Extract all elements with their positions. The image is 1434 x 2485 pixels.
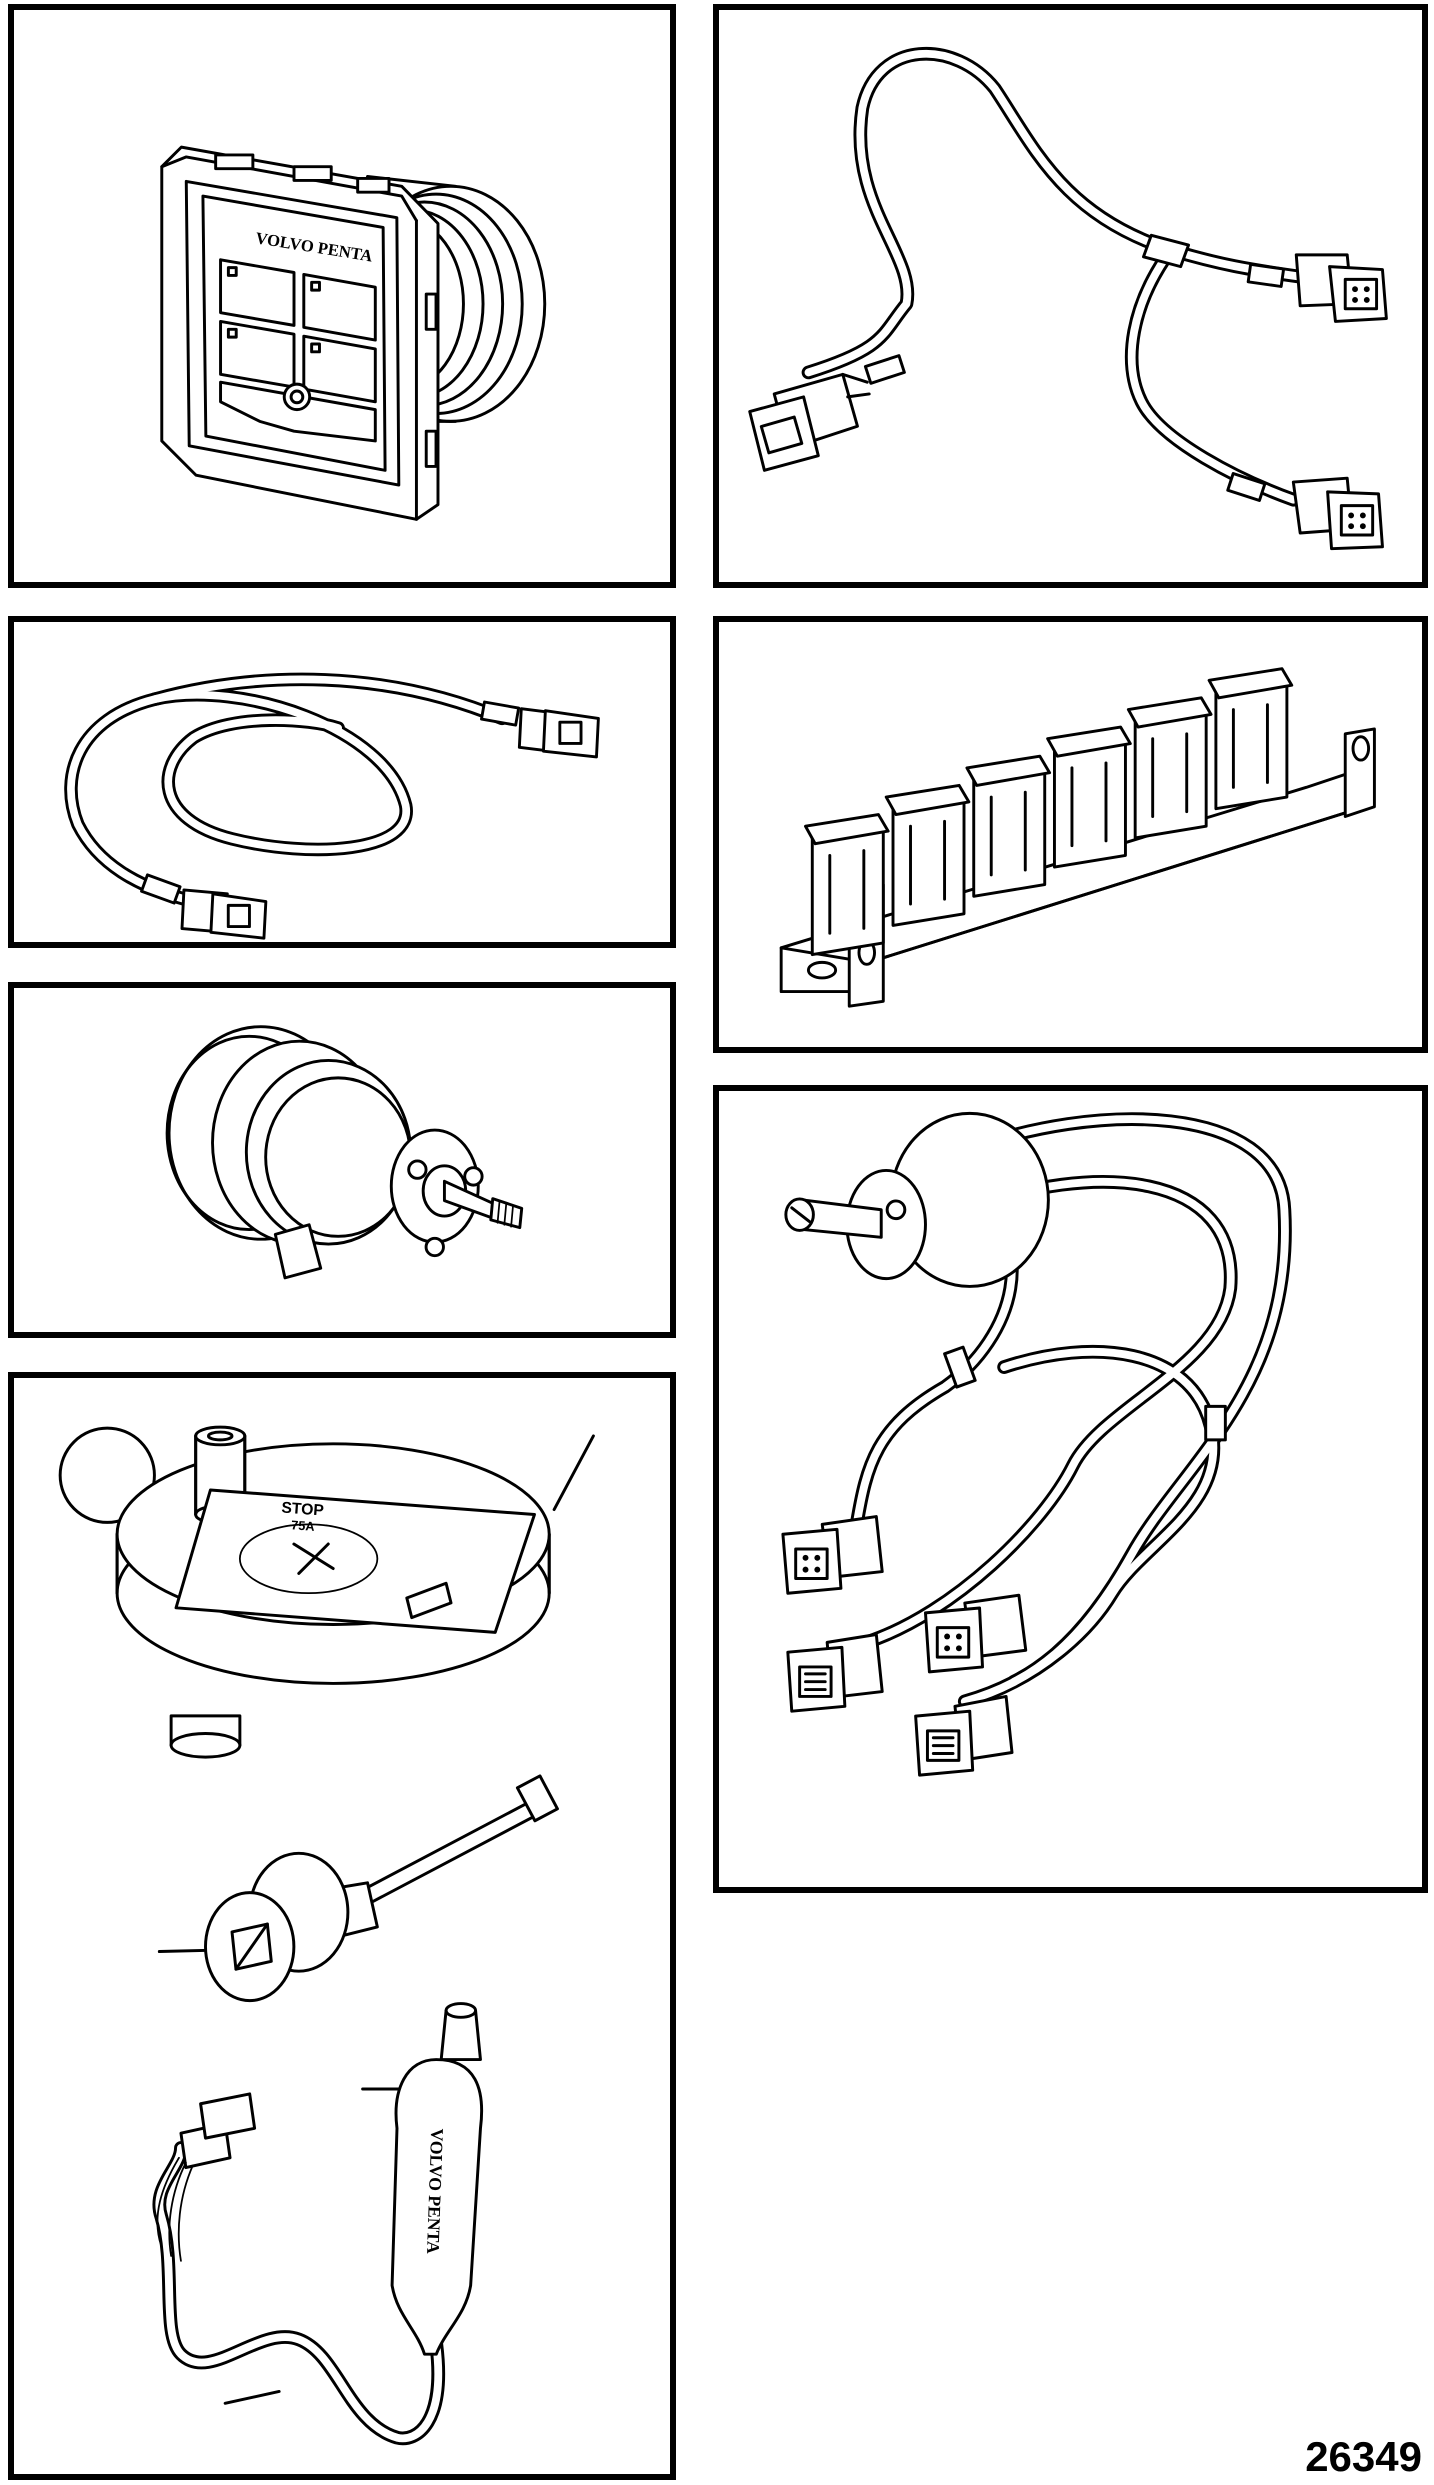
gauge-illustration bbox=[165, 1025, 524, 1280]
emblem-icon bbox=[282, 382, 312, 412]
disc-label-top: STOP bbox=[281, 1500, 325, 1520]
harness-connector-right-bottom bbox=[1291, 476, 1384, 551]
disc-tool: STOP 75A bbox=[115, 1425, 595, 1759]
sensor-connector-2 bbox=[786, 1633, 884, 1713]
sensor-connector-4 bbox=[914, 1694, 1014, 1777]
sensor-connector-3 bbox=[924, 1593, 1028, 1674]
harness-cables bbox=[801, 46, 1306, 507]
disc-label-sub: 75A bbox=[291, 1517, 315, 1534]
tester-tool: VOLVO PENTA bbox=[152, 2002, 484, 2446]
sensor-housing bbox=[784, 1111, 1050, 1288]
relay-socket-6 bbox=[1207, 667, 1294, 811]
relay-socket-5 bbox=[1126, 696, 1213, 840]
disc-label-plate bbox=[174, 1488, 536, 1634]
y-harness-illustration bbox=[748, 46, 1388, 551]
relay-socket-3 bbox=[965, 754, 1052, 898]
panel-gauge bbox=[8, 982, 676, 1338]
relay-socket-4 bbox=[1046, 725, 1132, 869]
panel-special-tools: STOP 75A VOLVO PENTA bbox=[8, 1372, 676, 2480]
sensor-cables bbox=[849, 1112, 1292, 1709]
extension-cable-illustration bbox=[64, 672, 600, 940]
panel-sensor-harness bbox=[713, 1085, 1428, 1893]
relay-socket-2 bbox=[884, 783, 971, 927]
socket-tool bbox=[157, 1774, 559, 2003]
panel-buttons bbox=[219, 258, 377, 443]
relay-socket-1 bbox=[804, 813, 890, 957]
relay-block-illustration bbox=[779, 667, 1376, 1008]
extension-connector-top bbox=[517, 707, 600, 759]
sensor-connector-1 bbox=[781, 1515, 884, 1595]
panel-relay-block bbox=[713, 616, 1428, 1053]
panel-control-panel: VOLVO PENTA bbox=[8, 4, 676, 588]
harness-connector-right-top bbox=[1294, 253, 1388, 323]
gauge-threaded-stud bbox=[421, 1164, 524, 1230]
sensor-harness-illustration bbox=[781, 1111, 1292, 1777]
panel-extension-cable bbox=[8, 616, 676, 948]
gauge-body bbox=[165, 1025, 413, 1280]
tester-brand-text: VOLVO PENTA bbox=[423, 2128, 447, 2254]
panel-y-harness bbox=[713, 4, 1428, 588]
harness-connector-left bbox=[748, 372, 871, 472]
extension-connector-bottom bbox=[180, 888, 268, 940]
special-tools-illustration: STOP 75A VOLVO PENTA bbox=[58, 1425, 595, 2446]
figure-number: 26349 bbox=[1305, 2433, 1422, 2480]
control-panel-illustration: VOLVO PENTA bbox=[160, 145, 547, 521]
reference-circle-marker bbox=[58, 1426, 156, 1524]
